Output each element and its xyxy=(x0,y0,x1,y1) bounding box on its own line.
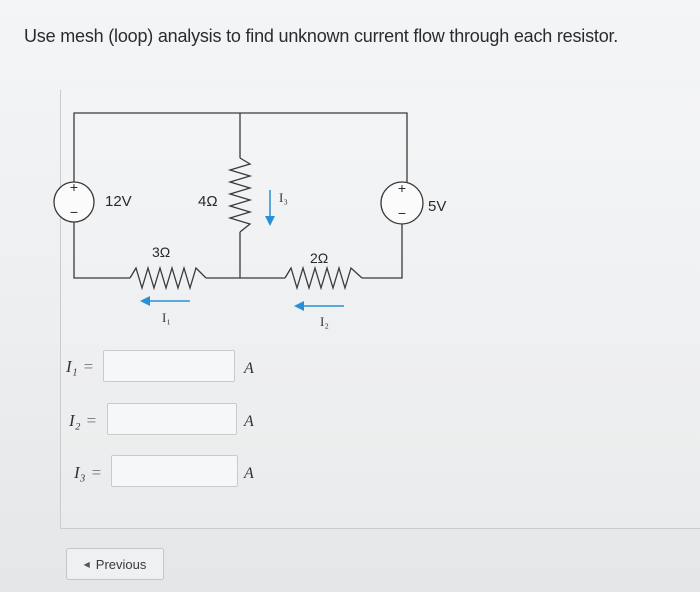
answer-i3-input[interactable] xyxy=(111,455,238,487)
voltage-source-5v xyxy=(380,181,424,225)
triangle-left-icon: ◀ xyxy=(83,559,90,569)
resistor-3ohm-label: 3Ω xyxy=(152,244,170,260)
answer-i1-unit: A xyxy=(244,360,254,377)
circuit-wires xyxy=(73,112,408,279)
current-i1-label: I₁ xyxy=(162,310,171,325)
answer-i2-variable: I₂ xyxy=(69,411,81,430)
resistor-4ohm-label: 4Ω xyxy=(198,193,218,210)
answer-i3-equals: = xyxy=(91,463,102,482)
answer-i1-equals: = xyxy=(83,357,94,376)
answer-row-i2: I₂ = A xyxy=(0,403,700,437)
answer-i1-input[interactable] xyxy=(103,350,235,382)
arrow-down-icon xyxy=(265,190,275,226)
answer-i3-unit: A xyxy=(244,465,254,482)
resistor-2ohm-label: 2Ω xyxy=(310,250,328,266)
resistor-4ohm xyxy=(227,157,253,233)
answer-row-i3: I₃ = A xyxy=(0,455,700,489)
current-i3-label: I₃ xyxy=(279,190,288,205)
previous-button-label: Previous xyxy=(95,556,147,572)
answer-i2-unit: A xyxy=(244,413,254,430)
resistor-3ohm xyxy=(129,265,207,291)
source-12v-minus: − xyxy=(70,204,78,220)
source-12v-plus: + xyxy=(70,179,78,195)
arrow-left-icon xyxy=(294,301,344,311)
current-i2-label: I₂ xyxy=(320,314,329,329)
source-5v-plus: + xyxy=(398,180,406,196)
resistor-2ohm xyxy=(284,265,363,291)
arrow-left-icon xyxy=(140,296,190,306)
answer-i1-variable: I₁ xyxy=(66,357,78,376)
source-12v-label: 12V xyxy=(105,193,132,210)
source-5v-label: 5V xyxy=(428,198,446,215)
previous-button[interactable]: ◀ Previous xyxy=(66,548,164,580)
answer-i3-variable: I₃ xyxy=(74,463,86,482)
answer-row-i1: I₁ = A xyxy=(0,350,700,384)
question-text: Use mesh (loop) analysis to find unknown… xyxy=(24,26,619,46)
voltage-source-12v xyxy=(53,181,95,223)
answer-i2-input[interactable] xyxy=(107,403,237,435)
answer-i2-equals: = xyxy=(86,411,97,430)
source-5v-minus: − xyxy=(398,205,406,221)
